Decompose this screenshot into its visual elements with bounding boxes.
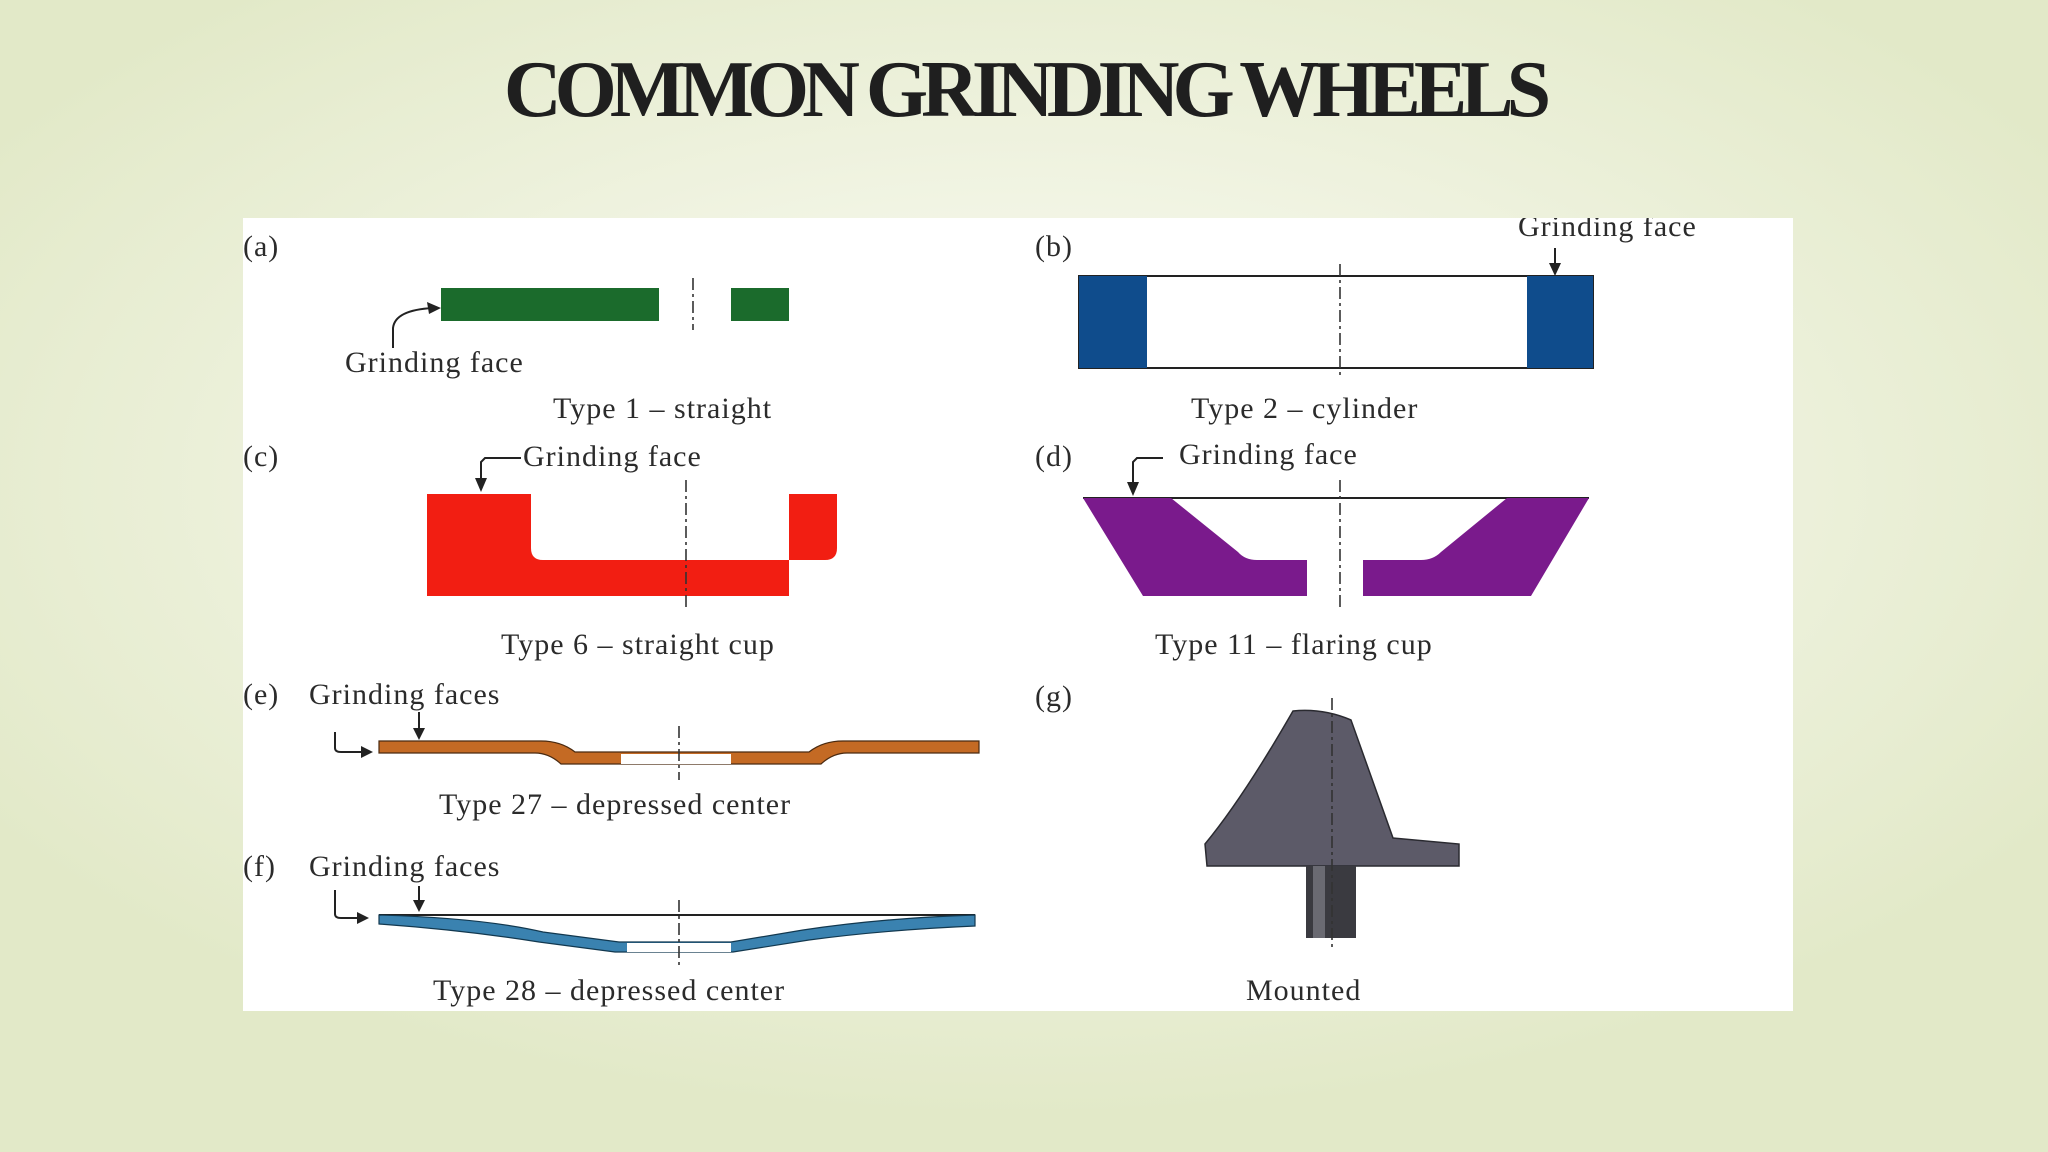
panel-e: (e) Grinding faces Type 27 – depressed c… [243,678,980,821]
grinding-wheels-diagram: (a) Grinding face Type 1 – straight (b) … [243,218,1793,1011]
straight-wheel-bore [659,288,731,321]
panel-g-caption: Mounted [1246,974,1361,1007]
depressed-28-face-arrow [413,900,425,912]
panel-a-face-label: Grinding face [345,346,524,379]
flaring-cup-shape [1083,498,1589,596]
panel-d: (d) Grinding face Type 11 – flaring cup [1035,438,1589,661]
mounted-shank-highlight [1313,866,1325,938]
panel-c: (c) Grinding face Type 6 – straight cup [243,440,837,661]
cylinder-wheel-left-wall [1079,276,1147,368]
panel-b: (b) Grinding face Type 2 – cylinder [1035,218,1697,425]
mounted-point-shape [1204,709,1460,867]
panel-d-face-label: Grinding face [1179,438,1358,471]
flaring-cup-leader-arrow [1127,482,1139,496]
panel-f-face-label: Grinding faces [309,850,500,883]
straight-cup-leader-arrow [475,478,487,492]
panel-c-face-label: Grinding face [523,440,702,473]
straight-wheel-shape [441,288,789,321]
depressed-27-face-arrow [413,728,425,740]
panel-b-face-label: Grinding face [1518,218,1697,243]
cylinder-wheel-right-wall [1527,276,1593,368]
panel-g-letter: (g) [1035,680,1073,713]
panel-a-caption: Type 1 – straight [553,392,772,425]
slide-title: COMMON GRINDING WHEELS [503,46,1551,134]
panel-f-caption: Type 28 – depressed center [433,974,785,1007]
cylinder-leader-arrow [1549,263,1561,276]
panel-e-letter: (e) [243,678,279,711]
panel-a: (a) Grinding face Type 1 – straight [243,230,789,425]
panel-d-letter: (d) [1035,440,1073,473]
straight-leader-line [392,307,434,348]
panel-b-letter: (b) [1035,230,1073,263]
depressed-28-leader-arrow [357,912,369,924]
panel-f-letter: (f) [243,850,276,883]
straight-cup-leader-line [480,457,521,480]
straight-cup-shape [427,494,837,596]
depressed-27-leader-arrow [361,746,373,758]
panel-c-caption: Type 6 – straight cup [501,628,775,661]
flaring-cup-leader-line [1132,457,1163,484]
panel-b-caption: Type 2 – cylinder [1191,392,1418,425]
depressed-28-leader-line [334,890,359,919]
depressed-27-bore [621,754,731,764]
panel-f: (f) Grinding faces Type 28 – depressed c… [243,850,976,1007]
panel-c-letter: (c) [243,440,279,473]
straight-cup-shape-fix [533,494,679,558]
depressed-27-leader-line [334,732,363,753]
panel-a-letter: (a) [243,230,279,263]
diagram-svg: (a) Grinding face Type 1 – straight (b) … [243,218,1697,1007]
cylinder-wheel-outline [1078,275,1594,369]
panel-e-caption: Type 27 – depressed center [439,788,791,821]
straight-leader-arrow [427,302,441,314]
panel-g: (g) Mounted [1035,680,1460,1007]
panel-e-face-label: Grinding faces [309,678,500,711]
flaring-cup-bore [1307,560,1363,596]
panel-d-caption: Type 11 – flaring cup [1155,628,1433,661]
